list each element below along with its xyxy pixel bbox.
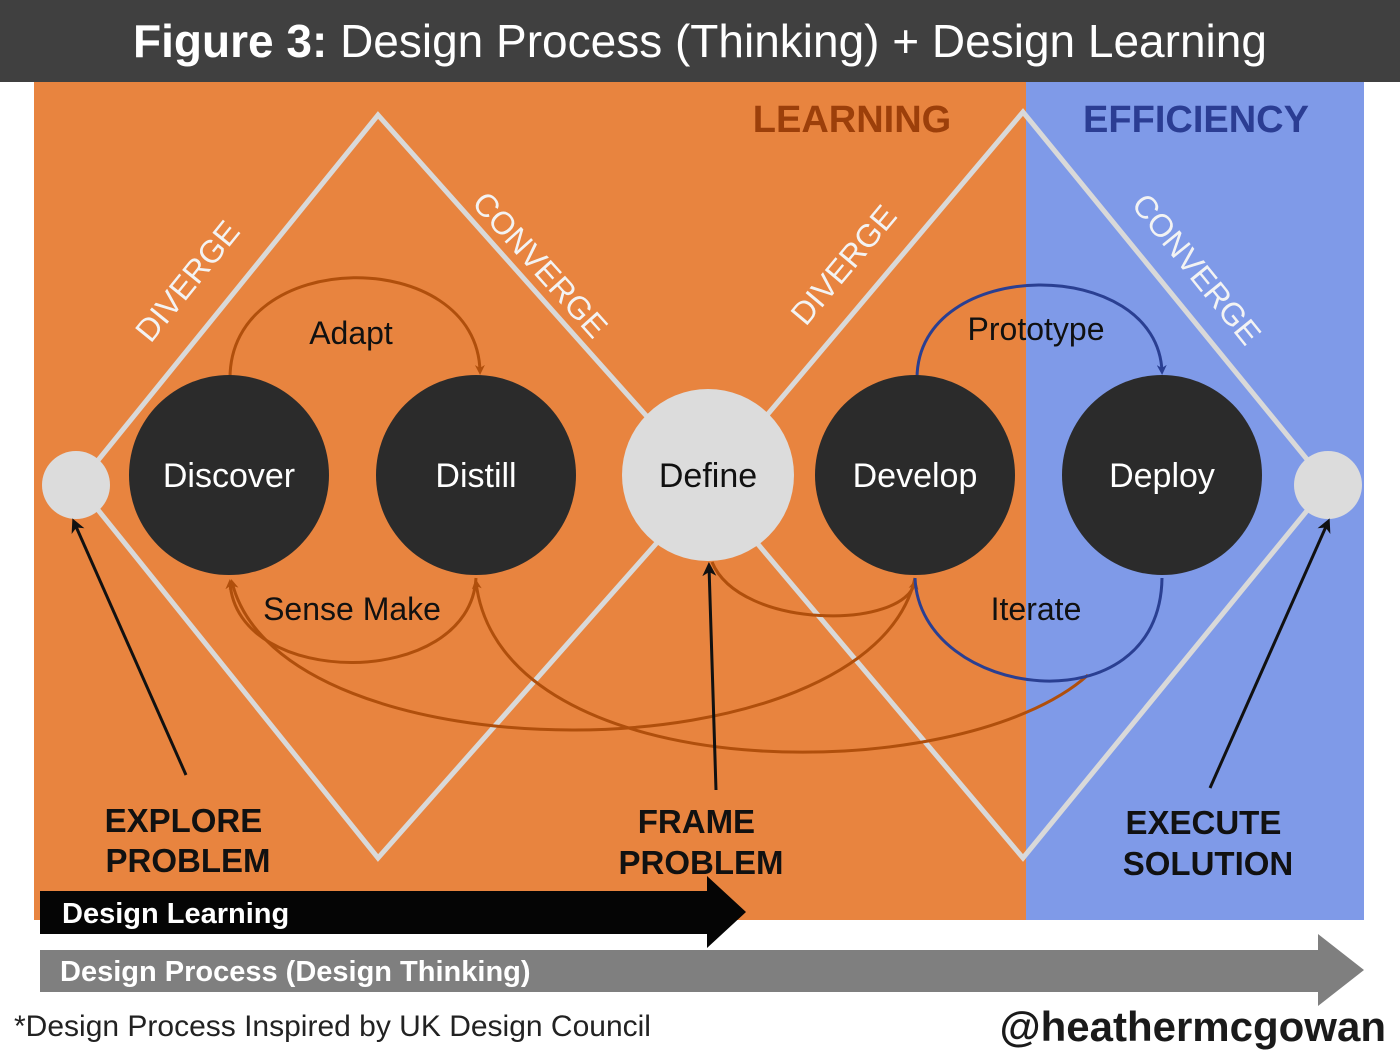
execute-line-2: SOLUTION xyxy=(1123,845,1294,882)
design-learning-arrow xyxy=(40,876,746,948)
adapt-label: Adapt xyxy=(309,315,393,351)
frame-arrow xyxy=(702,562,718,791)
design-process-arrow xyxy=(40,934,1364,1006)
stage-deploy-circle xyxy=(1062,375,1262,575)
stage-distill: Distill xyxy=(376,375,576,575)
iterate-label: Iterate xyxy=(991,591,1082,627)
adapt-arc xyxy=(228,276,485,381)
stage-develop-label: Develop xyxy=(853,457,978,495)
page-title: Figure 3: Design Process (Thinking) + De… xyxy=(133,14,1267,68)
long-return-arc-1 xyxy=(228,577,917,732)
frame-problem-label: FRAME PROBLEM xyxy=(619,803,784,881)
stage-distill-circle xyxy=(376,375,576,575)
stage-define-label: Define xyxy=(659,457,757,495)
stage-define-circle xyxy=(622,389,794,561)
stage-define: Define xyxy=(622,389,794,561)
explore-problem-label: EXPLORE PROBLEM xyxy=(105,802,272,879)
stage-distill-label: Distill xyxy=(435,457,516,495)
sense-make-label: Sense Make xyxy=(263,591,441,627)
explore-line-2: PROBLEM xyxy=(106,842,271,879)
figure-number: Figure 3: xyxy=(133,15,328,67)
execute-line-1: EXECUTE xyxy=(1125,804,1281,841)
footer-note: *Design Process Inspired by UK Design Co… xyxy=(14,1010,651,1043)
sense-make-arc xyxy=(225,577,478,664)
stage-develop-circle xyxy=(815,375,1015,575)
explore-line-1: EXPLORE xyxy=(105,802,263,839)
frame-line-1: FRAME xyxy=(638,803,755,840)
design-learning-label: Design Learning xyxy=(62,898,289,930)
stage-discover-circle xyxy=(129,375,329,575)
title-bar: Figure 3: Design Process (Thinking) + De… xyxy=(0,0,1400,82)
stage-deploy-label: Deploy xyxy=(1109,457,1215,495)
prototype-label: Prototype xyxy=(968,311,1105,347)
start-node xyxy=(42,451,110,519)
end-node xyxy=(1294,451,1362,519)
execute-solution-label: EXECUTE SOLUTION xyxy=(1123,804,1294,882)
stage-discover: Discover xyxy=(129,375,329,575)
execute-arrow xyxy=(1208,518,1331,789)
figure-title: Design Process (Thinking) + Design Learn… xyxy=(340,15,1267,67)
stage-discover-label: Discover xyxy=(163,457,295,495)
design-process-label: Design Process (Design Thinking) xyxy=(60,956,531,988)
prototype-arc xyxy=(915,283,1167,379)
frame-line-2: PROBLEM xyxy=(619,844,784,881)
explore-arrow xyxy=(71,518,188,776)
design-process-bar: Design Process (Design Thinking) xyxy=(40,934,1364,1006)
iterate-arc xyxy=(913,577,1164,683)
efficiency-zone-label: EFFICIENCY xyxy=(1083,99,1309,141)
stage-develop: Develop xyxy=(815,375,1015,575)
author-handle: @heathermcgowan xyxy=(999,1003,1386,1050)
long-return-arc-2 xyxy=(471,579,1090,754)
design-learning-bar: Design Learning xyxy=(40,876,746,948)
stage-deploy: Deploy xyxy=(1062,375,1262,575)
define-develop-arc xyxy=(710,561,919,618)
learning-zone-label: LEARNING xyxy=(753,99,951,141)
